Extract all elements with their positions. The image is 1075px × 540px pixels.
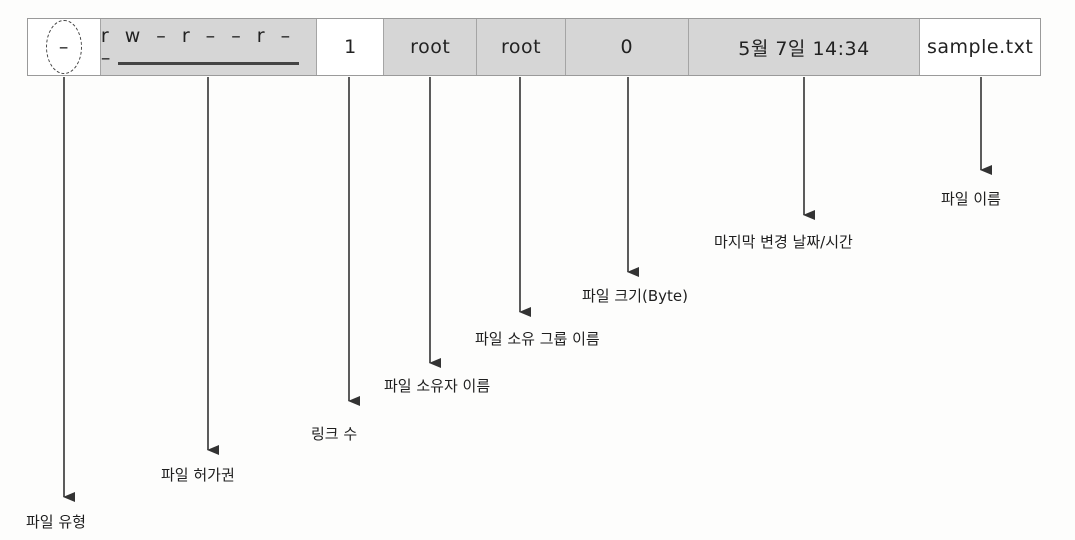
permissions-cell: r w – r – – r – – bbox=[100, 19, 318, 75]
owner-cell: root bbox=[384, 19, 478, 75]
label-file-name: 파일 이름 bbox=[941, 190, 1001, 208]
size-value: 0 bbox=[620, 36, 634, 58]
permissions-underline bbox=[117, 62, 300, 65]
label-size: 파일 크기(Byte) bbox=[582, 287, 688, 305]
group-cell: root bbox=[477, 19, 566, 75]
label-link-count: 링크 수 bbox=[311, 425, 358, 443]
modified-value: 5월 7일 14:34 bbox=[738, 37, 870, 60]
link-count-value: 1 bbox=[344, 36, 357, 58]
label-modified: 마지막 변경 날짜/시간 bbox=[714, 233, 853, 251]
label-group: 파일 소유 그룹 이름 bbox=[475, 330, 600, 348]
group-value: root bbox=[500, 36, 542, 58]
label-owner: 파일 소유자 이름 bbox=[384, 377, 491, 395]
permissions-value: r w – r – – r – – bbox=[100, 25, 294, 69]
label-file-type: 파일 유형 bbox=[26, 513, 86, 531]
link-count-cell: 1 bbox=[317, 19, 385, 75]
modified-cell: 5월 7일 14:34 bbox=[688, 19, 921, 75]
ls-output-row: – r w – r – – r – – 1 root root 0 5월 7일 … bbox=[27, 18, 1041, 76]
file-name-value: sample.txt bbox=[927, 36, 1034, 58]
owner-value: root bbox=[410, 36, 451, 58]
label-permissions: 파일 허가권 bbox=[161, 466, 235, 484]
file-name-cell: sample.txt bbox=[920, 19, 1041, 75]
file-type-cell: – bbox=[28, 19, 101, 75]
file-type-value: – bbox=[58, 36, 69, 58]
size-cell: 0 bbox=[565, 19, 689, 75]
